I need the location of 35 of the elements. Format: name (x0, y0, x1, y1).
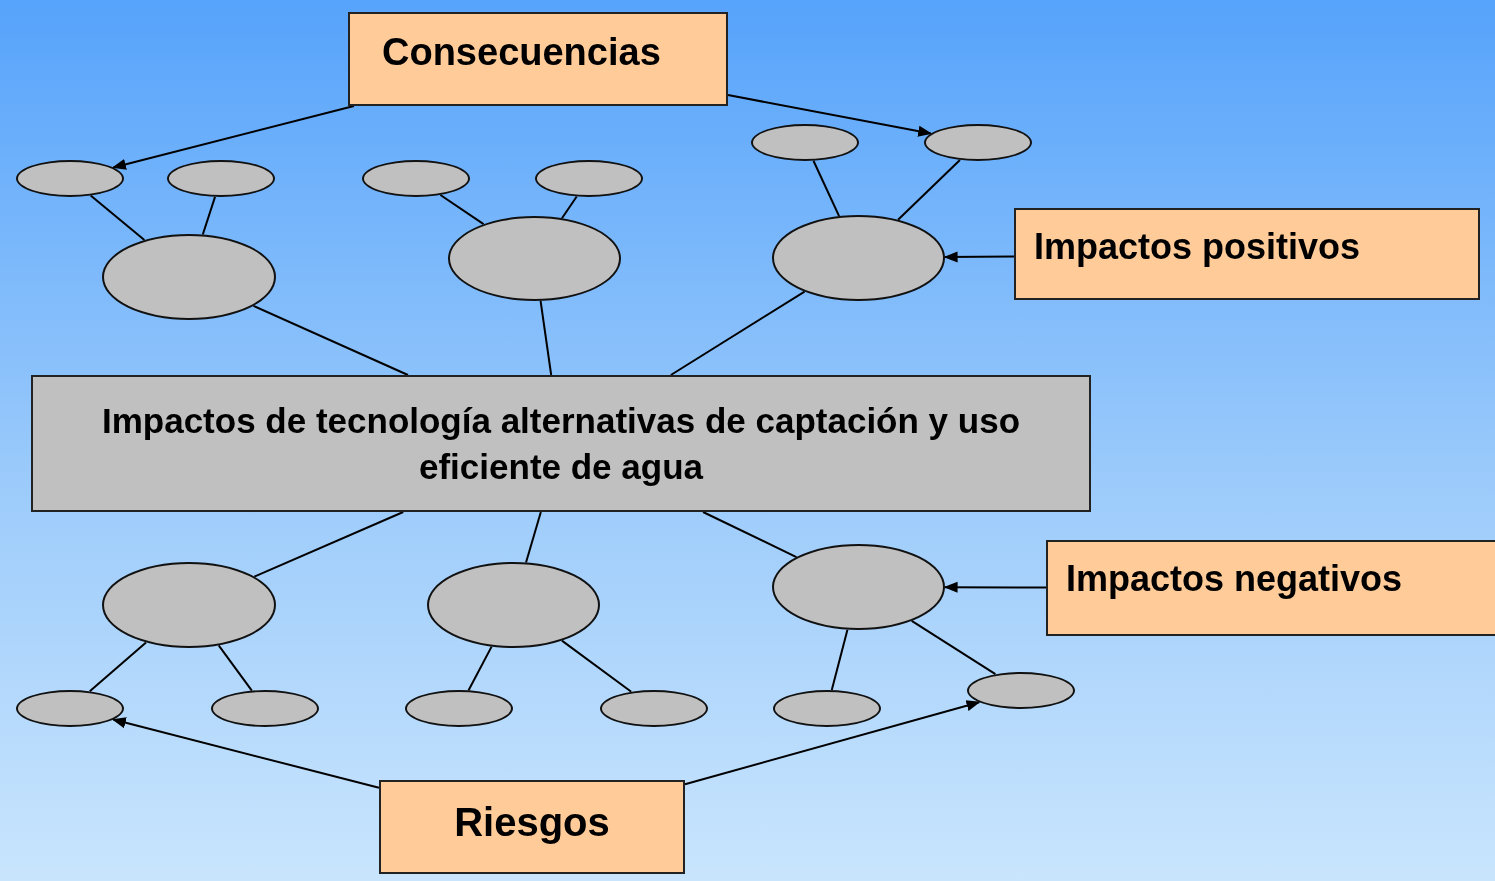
empty-ellipse (16, 160, 124, 197)
box-label: Riesgos (454, 799, 610, 846)
connector-line (669, 290, 806, 376)
category-box (1046, 540, 1495, 636)
box-label: Impactos negativos (1066, 557, 1403, 601)
arrow (684, 700, 981, 786)
empty-ellipse (16, 690, 124, 727)
connector-line (702, 511, 798, 559)
connector-line (467, 645, 493, 692)
category-box (348, 12, 728, 106)
connector-line (88, 641, 147, 693)
box-label: Impactos de tecnología alternativas de captación y uso eficiente de agua (100, 400, 1022, 488)
box-label: Consecuencias (382, 30, 661, 75)
arrow (111, 105, 355, 170)
category-box (1014, 208, 1480, 300)
arrow (943, 251, 1015, 263)
category-box (379, 780, 685, 874)
connector-line (539, 299, 553, 376)
connector-line (897, 158, 961, 221)
arrow (727, 94, 933, 137)
connector-line (201, 195, 217, 236)
connector-line (89, 194, 146, 242)
connector-line (830, 628, 849, 692)
arrow (111, 717, 380, 789)
topic-box (31, 375, 1091, 512)
empty-ellipse (924, 124, 1032, 161)
connector-line (560, 639, 633, 693)
connector-line (439, 194, 485, 226)
connector-line (812, 159, 841, 218)
connector-line (253, 511, 405, 578)
box-label: Impactos positivos (1034, 225, 1361, 269)
empty-ellipse (967, 672, 1075, 709)
connector-line (525, 511, 542, 564)
connector-line (252, 304, 409, 376)
arrow (943, 581, 1047, 593)
